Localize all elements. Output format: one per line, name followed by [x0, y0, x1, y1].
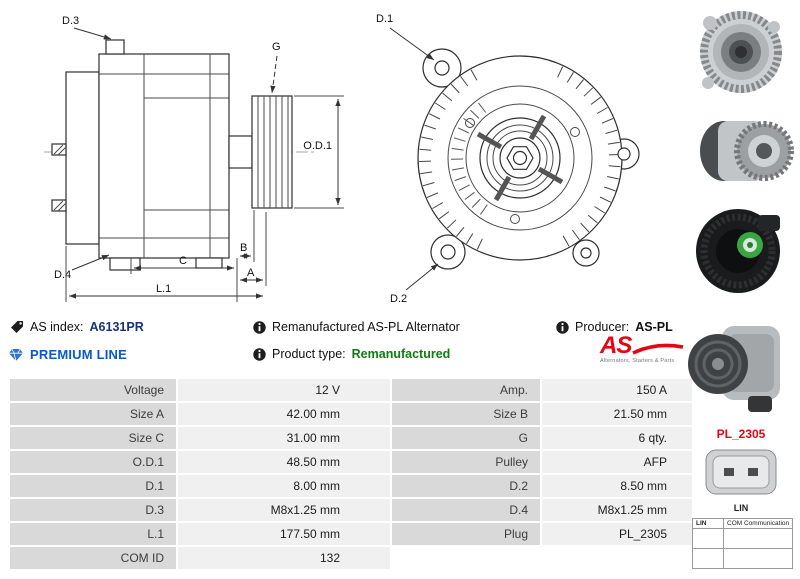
producer-value: AS-PL	[635, 320, 673, 334]
dim-label-d2: D.2	[390, 293, 407, 305]
dim-label-d1: D.1	[376, 13, 393, 25]
plug-code-label: PL_2305	[716, 427, 766, 441]
connector-name-label: LIN	[733, 503, 749, 513]
info-icon	[253, 347, 266, 361]
spec-label: G	[392, 427, 540, 449]
product-photo-front[interactable]	[688, 5, 794, 100]
table-row: COM ID 132	[10, 547, 692, 569]
spec-value: 31.00 mm	[178, 427, 390, 449]
spec-label: Plug	[392, 523, 540, 545]
premium-line-row: PREMIUM LINE	[8, 347, 127, 362]
table-row: D.3 M8x1.25 mm D.4 M8x1.25 mm	[10, 499, 692, 521]
product-photo-rear-black[interactable]	[688, 201, 794, 301]
producer-label: Producer:	[575, 320, 630, 334]
spec-label: D.2	[392, 475, 540, 497]
product-description-row: Remanufactured AS-PL Alternator	[253, 320, 460, 334]
alternator-side-photo-graphic	[700, 121, 794, 181]
dim-label-b: B	[240, 242, 247, 254]
connector-graphic	[705, 449, 777, 495]
dim-label-od1: O.D.1	[303, 140, 332, 152]
comm-empty-cell	[722, 548, 794, 569]
info-icon	[556, 320, 569, 334]
spec-label: D.3	[10, 499, 176, 521]
as-pl-logo: AS Alternators, Starters & Parts	[600, 332, 692, 364]
table-row: Size A 42.00 mm Size B 21.50 mm	[10, 403, 692, 425]
spec-label: Voltage	[10, 379, 176, 401]
spec-value: 150 A	[542, 379, 692, 401]
product-photo-pulley-side[interactable]	[688, 304, 794, 420]
spec-label: Size C	[10, 427, 176, 449]
alternator-black-photo-graphic	[696, 209, 780, 293]
plug-connector-photo[interactable]	[700, 444, 782, 500]
technical-drawing-front-view: D.1 D.2	[376, 13, 640, 305]
product-description: Remanufactured AS-PL Alternator	[272, 320, 460, 334]
info-icon	[253, 320, 266, 334]
spec-label: Amp.	[392, 379, 540, 401]
spec-label: O.D.1	[10, 451, 176, 473]
spec-value: 21.50 mm	[542, 403, 692, 425]
dim-label-d4: D.4	[54, 269, 71, 281]
alternator-front-photo-graphic	[700, 11, 782, 93]
spec-value: 8.50 mm	[542, 475, 692, 497]
technical-drawing-side-view: D.3 G O.D.1 D.4 C B A L.1	[44, 15, 344, 302]
spec-value: 42.00 mm	[178, 403, 390, 425]
spec-value: 132	[178, 547, 390, 569]
dim-label-l1: L.1	[156, 283, 171, 295]
spec-value: AFP	[542, 451, 692, 473]
spec-value: 8.00 mm	[178, 475, 390, 497]
dim-label-c: C	[179, 255, 187, 267]
comm-protocol: LIN	[692, 518, 724, 529]
spec-blank-cell	[542, 547, 692, 569]
dim-label-g: G	[272, 41, 281, 53]
spec-label: Pulley	[392, 451, 540, 473]
spec-value: M8x1.25 mm	[178, 499, 390, 521]
producer-row: Producer: AS-PL	[556, 320, 673, 334]
as-logo-text: AS	[600, 332, 632, 359]
comm-empty-cell	[692, 528, 724, 549]
table-row: O.D.1 48.50 mm Pulley AFP	[10, 451, 692, 473]
dim-label-a: A	[247, 267, 255, 279]
spec-label: D.1	[10, 475, 176, 497]
diamond-icon	[9, 348, 23, 361]
spec-blank-cell	[392, 547, 540, 569]
comm-empty-cell	[722, 528, 794, 549]
spec-value: PL_2305	[542, 523, 692, 545]
table-row: D.1 8.00 mm D.2 8.50 mm	[10, 475, 692, 497]
spec-label: Size A	[10, 403, 176, 425]
product-type-value: Remanufactured	[351, 347, 451, 361]
spec-value: 177.50 mm	[178, 523, 390, 545]
comm-empty-cell	[692, 548, 724, 569]
spec-value: 48.50 mm	[178, 451, 390, 473]
as-index-row: AS index: A6131PR	[10, 320, 144, 334]
spec-label: L.1	[10, 523, 176, 545]
comm-description: COM Communication	[722, 518, 794, 529]
table-row: Size C 31.00 mm G 6 qty.	[10, 427, 692, 449]
spec-value: M8x1.25 mm	[542, 499, 692, 521]
product-photo-side[interactable]	[688, 103, 794, 198]
spec-value: 12 V	[178, 379, 390, 401]
as-logo-tagline: Alternators, Starters & Parts	[600, 358, 675, 364]
premium-line-label: PREMIUM LINE	[30, 347, 128, 362]
alternator-pulley-photo-graphic	[688, 326, 780, 412]
as-logo-swoosh	[632, 343, 684, 355]
product-type-row: Product type: Remanufactured	[253, 347, 450, 361]
spec-value: 6 qty.	[542, 427, 692, 449]
spec-label: D.4	[392, 499, 540, 521]
spec-table: Voltage 12 V Amp. 150 A Size A 42.00 mm …	[8, 377, 694, 571]
spec-label: COM ID	[10, 547, 176, 569]
communication-table: LIN COM Communication	[692, 518, 794, 569]
tag-icon	[11, 321, 23, 333]
table-row: L.1 177.50 mm Plug PL_2305	[10, 523, 692, 545]
as-index-label: AS index:	[30, 320, 84, 334]
spec-label: Size B	[392, 403, 540, 425]
as-index-value: A6131PR	[89, 320, 144, 334]
dim-label-d3: D.3	[62, 15, 79, 27]
table-row: Voltage 12 V Amp. 150 A	[10, 379, 692, 401]
product-type-label: Product type:	[272, 347, 346, 361]
